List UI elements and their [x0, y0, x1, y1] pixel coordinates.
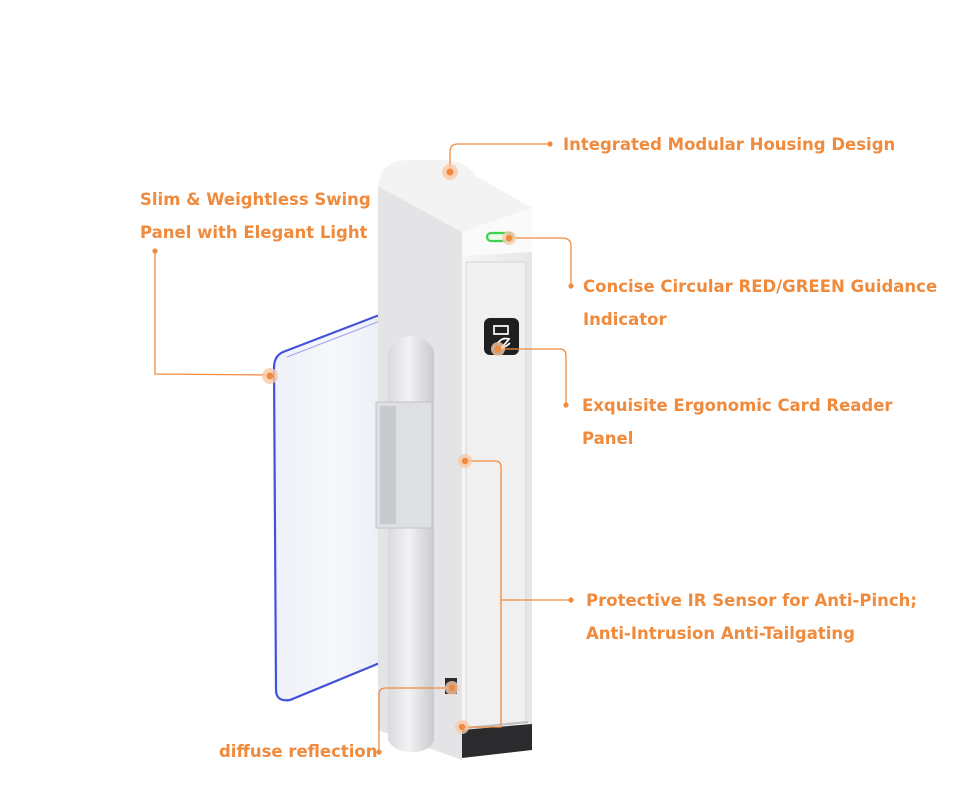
hinge-bracket-inner — [380, 406, 396, 524]
callout-dots — [152, 141, 574, 755]
card-reader-label-line1: Exquisite Ergonomic Card Reader — [582, 396, 893, 415]
swing-panel-label: Slim & Weightless Swing Panel with Elega… — [140, 183, 371, 249]
swing-panel-label-line1: Slim & Weightless Swing — [140, 190, 371, 209]
housing-base — [462, 724, 532, 758]
ir-sensor-label: Protective IR Sensor for Anti-Pinch; Ant… — [586, 584, 917, 650]
swing-panel-callout-line — [154, 251, 269, 376]
ir-sensor-label-line1: Protective IR Sensor for Anti-Pinch; — [586, 591, 918, 610]
card-reader-callout-line — [498, 348, 567, 405]
callout-lines — [154, 143, 572, 752]
housing-label-text: Integrated Modular Housing Design — [563, 135, 896, 154]
indicator-label: Concise Circular RED/GREEN Guidance Indi… — [583, 270, 937, 336]
card-reader-label: Exquisite Ergonomic Card Reader Panel — [582, 389, 893, 455]
indicator-label-line1: Concise Circular RED/GREEN Guidance — [583, 277, 938, 296]
diffuse-label: diffuse reflection — [219, 735, 378, 768]
swing-panel-label-line2: Panel with Elegant Light — [140, 223, 368, 242]
swing-panel-inner-edge — [286, 320, 381, 358]
hinge-column — [388, 336, 434, 752]
card-reader-icon — [493, 325, 511, 350]
card-reader-label-line2: Panel — [582, 429, 634, 448]
diffuse-callout-line — [378, 687, 452, 752]
housing-label: Integrated Modular Housing Design — [563, 128, 895, 161]
indicator-callout-line — [509, 237, 572, 286]
diffuse-label-text: diffuse reflection — [219, 742, 378, 761]
swing-panel-glass — [272, 312, 394, 702]
indicator-label-line2: Indicator — [583, 310, 667, 329]
ir-sensor-callout-line — [464, 460, 502, 728]
housing-callout-line — [449, 143, 549, 172]
ir-sensor-label-line2: Anti-Intrusion Anti-Tailgating — [586, 624, 855, 643]
